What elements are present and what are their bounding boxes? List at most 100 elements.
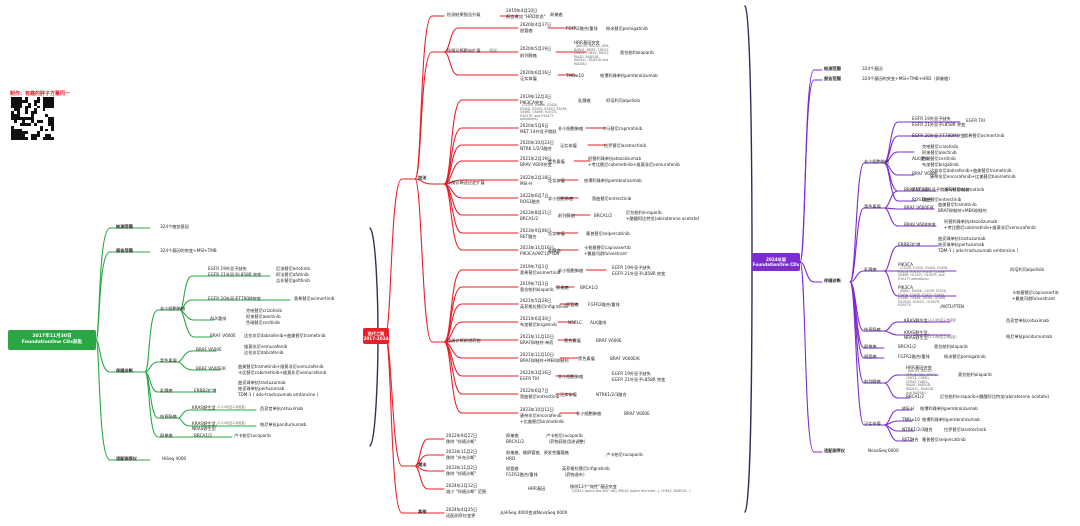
d5-date: 2021年11月10日 bbox=[520, 334, 554, 339]
left-mel-gene-1: BRAF V600E bbox=[196, 347, 222, 352]
left-egfr21-gene: EGFR 21外显子L858R 突变 bbox=[208, 272, 262, 277]
right-cdx-label: 伴随诊断 bbox=[824, 278, 841, 283]
r-egfr19: EGFR 19外显子缺失 bbox=[912, 116, 951, 121]
center-newcdx-label: 伴随诊断适应症扩展 bbox=[447, 180, 485, 185]
author-title: 制作：有趣的胖子方董同一 bbox=[10, 91, 71, 97]
left-alk-drug-3: 色瑞替尼ceritinib bbox=[246, 320, 280, 325]
s2-gene: HRD bbox=[506, 456, 516, 461]
r-m3-drug-1: 阿替利珠单抗atezolizumab bbox=[944, 219, 998, 224]
right-report-value: 324个基因的突变+MSI+TMB+HRD（卵巢癌） bbox=[862, 76, 953, 81]
d7-date: 2022年3月16日 bbox=[520, 370, 552, 375]
left-alk-gene: ALK重排 bbox=[210, 316, 227, 321]
s2-date: 2023年11月2日 bbox=[446, 449, 478, 454]
expand-3-gene: TMB≥10 bbox=[566, 73, 584, 78]
n6-date: 2022年6月7日 bbox=[520, 193, 549, 198]
left-mel-gene-2: BRAF V600E/K bbox=[196, 366, 226, 371]
left-mel1-drug-1: 维莫非尼vemurafenib bbox=[244, 344, 288, 349]
s3-date: 2023年11月2日 bbox=[446, 465, 478, 470]
d5-drug: BRAF抑制剂-单药 bbox=[520, 340, 554, 345]
left-egfr19-gene: EGFR 19外显子缺失 bbox=[208, 266, 247, 271]
n4-drug-2: +考比替尼cobimetinib+维莫非尼vemurafenib bbox=[588, 162, 680, 167]
n7-cancer: 前列腺癌 bbox=[558, 213, 575, 218]
r-bi1-drug: 佩米替尼pemigatinib bbox=[944, 354, 986, 359]
n5-date: 2022年2月18日 bbox=[520, 175, 552, 180]
other-1-what: 适配测序仪变更 bbox=[446, 513, 476, 518]
s1-cancer: 卵巢癌 bbox=[506, 433, 519, 438]
d3-gene: FGFR2融合/重排 bbox=[588, 302, 620, 307]
expand-1-cancer: 胆管癌 bbox=[520, 28, 533, 33]
center-root-line1: 迭代之路 bbox=[367, 331, 385, 336]
n7-gene2: BRCA1/2 bbox=[594, 213, 613, 218]
s1-what: 移除 "伴随诊断" bbox=[446, 439, 477, 444]
s1-drug-2: （药物获批用途调整） bbox=[546, 439, 588, 444]
s3-what: 移除 "伴随诊断" bbox=[446, 471, 477, 476]
d7-gene-1: EGFR 19外显子缺失 bbox=[612, 371, 651, 376]
r-so1: MSI-H bbox=[902, 406, 915, 411]
d5-gene: BRAF V600E bbox=[596, 338, 622, 343]
d2-cancer: 卵巢癌 bbox=[556, 285, 569, 290]
left-kras-note: （2,3,4外显子非突变） bbox=[215, 405, 248, 409]
n1-note: （C420R, E542K, E545A, E545D, E545G, E545… bbox=[520, 103, 568, 122]
d4-cancer: NSCLC bbox=[568, 320, 582, 325]
left-erbb2-drug-3: TDM-1 ( ado-trastuzumab emtansine ) bbox=[238, 392, 319, 397]
s4-gene: HRR基因 bbox=[528, 486, 546, 491]
d7-gene-2: EGFR 21外显子L858R 突变 bbox=[612, 377, 666, 382]
r-so2-drug: 帕博利珠单抗pembrolizumab bbox=[922, 417, 980, 422]
n8-cancer: 泛实体瘤 bbox=[548, 231, 565, 236]
s4-drug-2: （CDK12 (splice site SNV, del), BRCA1 (sp… bbox=[570, 489, 693, 493]
r-mel-label: 黑色素瘤 bbox=[864, 204, 881, 209]
d7-drug: EGFR TKI bbox=[520, 376, 540, 381]
n8-date: 2023年9月06日 bbox=[520, 228, 552, 233]
d6-date: 2021年11月10日 bbox=[520, 352, 554, 357]
r-b3-drug-2: +氟维司群fulvestrant bbox=[1012, 296, 1056, 301]
d1-drug: 奥希替尼osimertinib bbox=[520, 270, 561, 275]
left-platform-value: HiSeq 4000 bbox=[162, 456, 187, 461]
right-root-line2: FoundationOne CDx bbox=[752, 262, 800, 267]
s4-date: 2024年1月12日 bbox=[446, 483, 478, 488]
d4-gene: ALK重排 bbox=[590, 320, 607, 325]
r-solid-label: 泛实体瘤 bbox=[864, 421, 881, 426]
left-mel2-drug-2: 卡比替尼cobimetinib+维莫非尼vemurafenib bbox=[238, 370, 327, 375]
r-alk-drug-2: 阿来替尼alectinib bbox=[922, 150, 957, 155]
d3-date: 2021年5月28日 bbox=[520, 298, 552, 303]
s4-drug-1: 移除13个"效性"基因突变 bbox=[570, 484, 617, 489]
d3-drug: 英菲格拉替尼infigratinib bbox=[520, 304, 568, 309]
r-m3: BRAV V600突变 bbox=[904, 222, 936, 227]
r-b2-drug: 阿培利司alpelisib bbox=[1010, 267, 1045, 272]
r-alk-drug-3: 色瑞替尼ceritinib bbox=[922, 156, 956, 161]
n2-date: 2020年5月6日 bbox=[520, 123, 549, 128]
r-c2-note: （2,3,4外显子非突变） bbox=[926, 335, 959, 339]
other-1-date: 2024年4月25日 bbox=[446, 507, 478, 512]
n3-gene: NTRK 1/2/3融合 bbox=[520, 146, 552, 151]
s2-cancer: 卵巢癌、输卵管癌、原发性腹膜癌 bbox=[506, 450, 569, 455]
s2-what: 移除 "补充诊断" bbox=[446, 455, 477, 460]
center-expand-note: （批注） bbox=[487, 48, 500, 52]
r-b3: PIK3CA bbox=[898, 285, 913, 290]
r-m1-drug: BRAF抑制剂 bbox=[946, 187, 970, 192]
right-root-line1: 2024年版 bbox=[765, 257, 787, 262]
n4-drug-1: 阿替利珠单抗atezolizumab bbox=[588, 156, 642, 161]
r-b1-drug-3: TDM-1 ( ado-trastuzumab emtansine ) bbox=[938, 248, 1019, 253]
center-newdrug-label: 伴随诊断新增药物 bbox=[447, 338, 481, 343]
r-c2: KRAS野生型、 bbox=[904, 330, 932, 335]
left-platform-label: 适配测序仪 bbox=[116, 456, 137, 461]
n5-gene: MSI-H bbox=[520, 181, 533, 186]
d7-cancer: 非小细胞肺癌 bbox=[558, 374, 584, 379]
expand-3-drug: 帕博利珠单抗pembrolizumab bbox=[600, 73, 658, 78]
left-root-line1: 2017年11月30日 bbox=[32, 334, 72, 339]
other-1-value: 从HiSeq 4000变成NovaSeq 6000 bbox=[500, 510, 568, 515]
expand-3-date: 2020年6月16日 bbox=[520, 70, 552, 75]
left-egfr20-drug: 奥希替尼osimertinib bbox=[294, 296, 335, 301]
n6-gene: ROS1融合 bbox=[520, 199, 540, 204]
r-so2: TMB≥10 bbox=[902, 417, 920, 422]
r-so3-drug: 拉罗替尼larotrectinib bbox=[944, 427, 987, 432]
center-sub-label: 减法 bbox=[418, 462, 427, 467]
r-braf: BRAF V600E bbox=[912, 171, 938, 176]
qr-code-image bbox=[11, 97, 54, 140]
n1-cancer: 乳腺癌 bbox=[578, 98, 591, 103]
left-erbb2-drug-1: 曲妥珠单抗trastuzumab bbox=[238, 380, 286, 385]
center-root-label: 迭代之路 2017-2024 bbox=[363, 328, 389, 344]
n8-gene: RET融合 bbox=[520, 234, 537, 239]
n9-drug-1: 卡帕塞替尼capivasertib bbox=[584, 245, 631, 250]
r-egfr20: EGFR 20外显子T790M突变 bbox=[912, 133, 965, 138]
